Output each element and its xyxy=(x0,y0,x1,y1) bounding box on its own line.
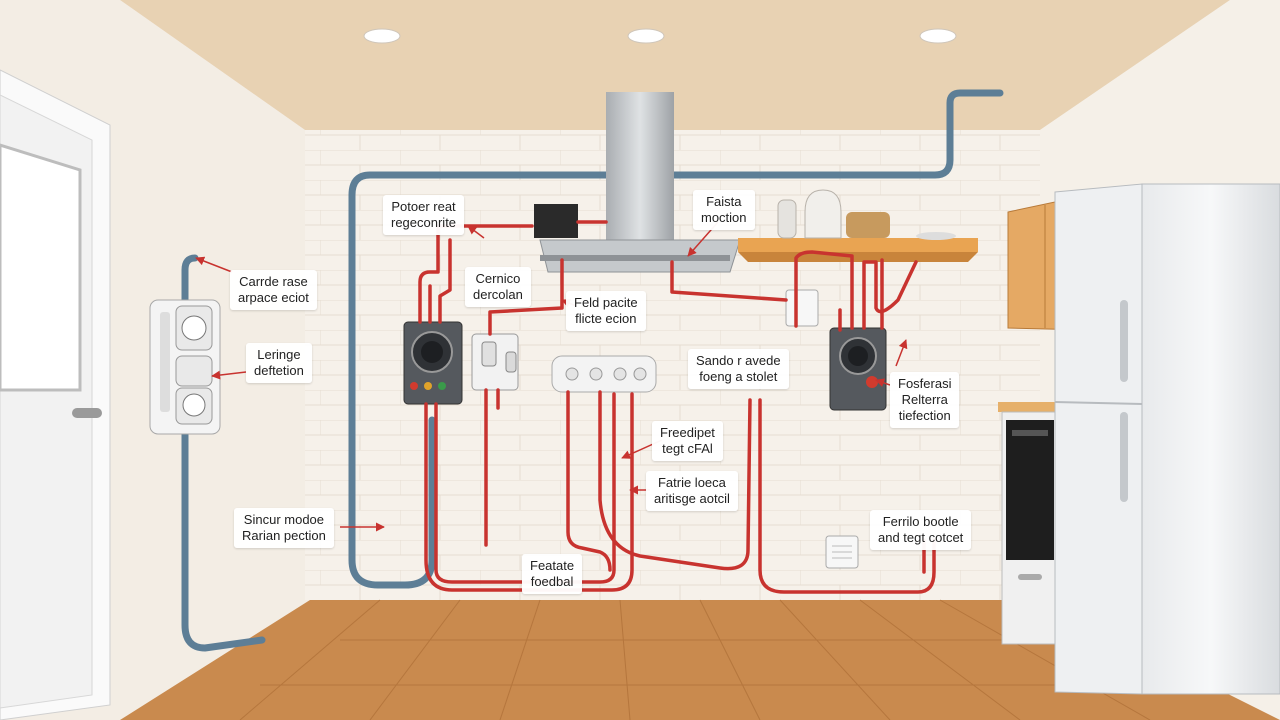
label-line: Relterra xyxy=(901,392,948,407)
label-sando: Sando r avede foeng a stolet xyxy=(688,349,789,389)
label-line: moction xyxy=(701,210,747,225)
label-line: Fosferasi xyxy=(898,376,952,391)
label-featate: Featate foedbal xyxy=(522,554,583,594)
wall-outlet xyxy=(785,289,819,327)
breaker-panel-right xyxy=(829,327,887,411)
label-line: tiefection xyxy=(898,408,951,423)
label-line: Ferrilo bootle xyxy=(882,514,959,529)
label-line: and tegt cotcet xyxy=(878,530,964,545)
junction-box-icon xyxy=(551,355,657,393)
range-hood-icon xyxy=(539,92,741,273)
label-cernico: Cernico dercolan xyxy=(465,267,531,307)
label-line: Freedipet xyxy=(660,425,715,440)
label-line: Faista xyxy=(706,194,742,209)
label-line: aritisge aotcil xyxy=(654,491,730,506)
ceiling xyxy=(120,0,1230,130)
small-appliance xyxy=(534,204,578,238)
label-line: Feld pacite xyxy=(574,295,638,310)
ceiling-light-icon xyxy=(363,28,957,44)
oven-icon xyxy=(998,402,1062,645)
label-line: foedbal xyxy=(530,574,574,589)
label-power-reset: Potoer reat regeconrite xyxy=(383,195,465,235)
label-line: Fatrie loeca xyxy=(657,475,726,490)
label-leringe: Leringe deftetion xyxy=(246,343,312,383)
label-line: flicte ecion xyxy=(575,311,637,326)
label-line: Featate xyxy=(530,558,575,573)
conduit xyxy=(181,89,1004,652)
label-line: Leringe xyxy=(257,347,301,362)
label-line: Cernico xyxy=(475,271,521,286)
label-faista: Faista moction xyxy=(693,190,755,230)
label-fatrie: Fatrie loeca aritisge aotcil xyxy=(646,471,738,511)
label-ferrilo: Ferrilo bootle and tegt cotcet xyxy=(870,510,972,550)
label-line: Carrde rase xyxy=(239,274,308,289)
label-line: arpace eciot xyxy=(238,290,309,305)
label-freedipet: Freedipet tegt cFAl xyxy=(652,421,723,461)
label-line: Rarian pection xyxy=(242,528,326,543)
label-line: Potoer reat xyxy=(391,199,456,214)
outlet-icon xyxy=(149,299,221,435)
label-feld: Feld pacite flicte ecion xyxy=(566,291,646,331)
label-carrde: Carrde rase arpace eciot xyxy=(230,270,317,310)
label-line: Sincur modoe xyxy=(243,512,325,527)
label-line: dercolan xyxy=(473,287,523,302)
label-line: deftetion xyxy=(254,363,304,378)
switch-icon xyxy=(471,333,519,391)
breaker-panel-icon xyxy=(403,321,463,405)
label-sincur: Sincur modoe Rarian pection xyxy=(234,508,334,548)
label-line: Sando r avede xyxy=(696,353,781,368)
refrigerator-icon xyxy=(1054,183,1280,695)
label-fosferasi: Fosferasi Relterra tiefection xyxy=(890,372,960,428)
label-line: tegt cFAl xyxy=(662,441,713,456)
label-line: regeconrite xyxy=(391,215,457,230)
floor xyxy=(120,600,1280,720)
door xyxy=(0,69,111,720)
label-line: foeng a stolet xyxy=(699,369,778,384)
